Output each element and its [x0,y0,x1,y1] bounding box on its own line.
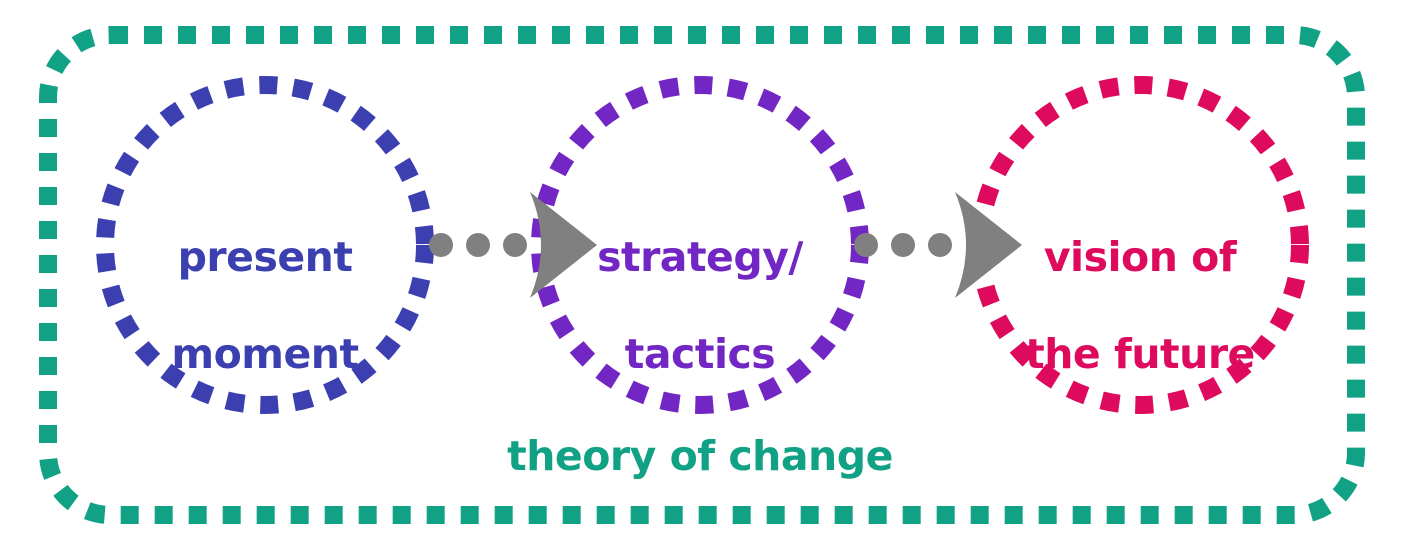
arrowhead-icon [530,192,597,298]
connector-strategy-to-vision [854,192,1022,298]
node-circle-present-moment[interactable] [96,76,434,414]
arrowhead-icon [955,192,1022,298]
connector-dot [503,233,527,257]
connector-dot [466,233,490,257]
theory-of-change-container[interactable] [39,26,1365,524]
connector-dot [928,233,952,257]
connector-dot [429,233,453,257]
connector-present-to-strategy [429,192,597,298]
node-circle-vision-of-the-future[interactable] [971,76,1309,414]
connector-dot [891,233,915,257]
connector-dot [854,233,878,257]
